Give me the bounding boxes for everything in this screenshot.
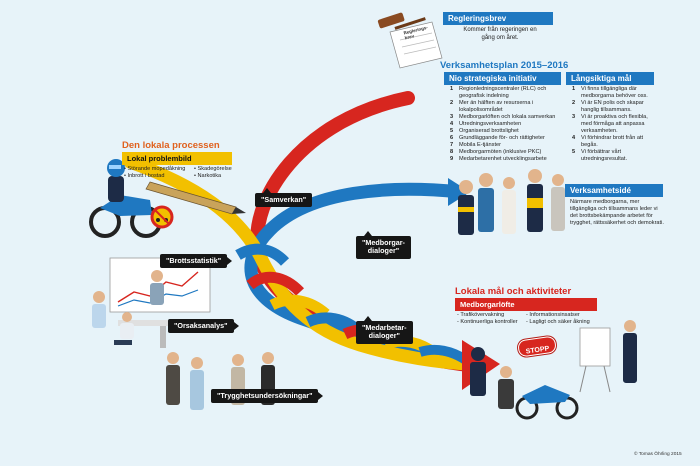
strategic-initiative-item-text: Medborgarlöften och lokala samverkan xyxy=(459,113,556,120)
strategic-initiative-item-text: Utredningsverksamheten xyxy=(459,120,522,127)
strategic-initiative-item-text: Mobila E-tjänster xyxy=(459,141,501,148)
police-officers-group-illustration xyxy=(458,169,565,235)
illustration-credit: © Tomas Öhrling 2015 xyxy=(634,452,682,457)
problembild-list-col1: Störande mopedåkningInbrott i bostad xyxy=(124,166,192,180)
strategic-initiative-item-number: 6 xyxy=(450,134,454,141)
longterm-goal-item-text: Vi är EN polis och skapar hanglig tillsa… xyxy=(581,99,644,113)
regleringsbrev-text: Kommer från regeringen en gång om året. xyxy=(463,27,537,41)
strategic-initiative-item: 3 Medborgarlöften och lokala samverkan xyxy=(450,114,562,121)
problembild-item: Inbrott i bostad xyxy=(124,173,192,180)
longterm-goal-item: 2 Vi är EN polis och skapar hanglig tills… xyxy=(572,100,656,114)
longterm-goal-item-number: 2 xyxy=(572,99,576,106)
lokala-processen-title: Den lokala processen xyxy=(122,140,220,151)
longterm-goal-item-number: 5 xyxy=(572,148,576,155)
medborgarlofte-list-col2: InformationsinsatserLagligt och säker åk… xyxy=(526,312,602,326)
longterm-goal-item: 4 Vi förhindrar brott från att begås. xyxy=(572,135,656,149)
strategic-initiative-item-text: Medarbetarenhet utvecklingsarbete xyxy=(459,155,547,162)
strategic-initiative-item-number: 1 xyxy=(450,86,454,92)
strategic-initiative-item: 2 Mer än hälften av resurserna i lokalpol… xyxy=(450,100,562,114)
medborgarlofte-list-col1: TrafikövervakningKontinuerliga kontrolle… xyxy=(457,312,525,326)
bubble-orsaksanalys: "Orsaksanalys" xyxy=(168,319,239,334)
bubble-medborgardialoger: "Medborgar- dialoger" xyxy=(356,231,411,259)
longterm-goal-item-text: Vi förbättrar vårt utredningsresultat. xyxy=(581,148,628,162)
bubble-trygghetsundersokningar: "Trygghetsundersökningar" xyxy=(211,389,324,404)
no-moped-sign-icon xyxy=(150,205,174,229)
traffic-checkpoint-illustration xyxy=(470,320,637,420)
lokala-mal-title: Lokala mål och aktiviteter xyxy=(455,286,572,297)
longterm-goal-item-number: 1 xyxy=(572,86,576,92)
problembild-item: Störande mopedåkning xyxy=(124,166,192,173)
strategic-initiative-item-text: Mer än hälften av resurserna i lokalpoli… xyxy=(459,99,534,113)
problembild-item: Narkotika xyxy=(194,173,244,180)
lokal-problembild-bar: Lokal problembild xyxy=(122,152,232,165)
strategic-initiative-item-text: Organiserad brottslighet xyxy=(459,127,519,134)
meeting-room-illustration xyxy=(92,257,211,348)
bubble-samverkan: "Samverkan" xyxy=(255,187,313,208)
strategic-initiative-item-text: Medborgarmöten (inklusive PKC) xyxy=(459,148,542,155)
verksamhetside-text: Närmare medborgarna, mer tillgängliga oc… xyxy=(570,199,664,226)
longterm-goal-item-text: Vi förhindrar brott från att begås. xyxy=(581,134,644,148)
document-icon xyxy=(389,21,443,69)
longterm-goals-list: 1 Vi finns tillgängliga där medborgarna b… xyxy=(572,86,656,163)
strategic-initiative-item-text: Regionledningscentraler (RLC) och geogra… xyxy=(459,86,547,99)
problembild-list-col2: SkadegörelseNarkotika xyxy=(194,166,244,180)
blue-arrow-head xyxy=(448,178,470,206)
longterm-goal-item: 5 Vi förbättrar vårt utredningsresultat. xyxy=(572,149,656,163)
strategic-initiative-item: 4 Utredningsverksamheten xyxy=(450,121,562,128)
problembild-item: Skadegörelse xyxy=(194,166,244,173)
longterm-goal-item-text: Vi finns tillgängliga där medborgarna be… xyxy=(581,86,648,99)
medborgarlofte-item: Informationsinsatser xyxy=(526,312,602,319)
motorcycle-officer-illustration xyxy=(89,159,162,238)
strategic-initiative-item-number: 5 xyxy=(450,127,454,134)
strategic-initiative-item: 7 Mobila E-tjänster xyxy=(450,142,562,149)
medborgarlofte-item: Trafikövervakning xyxy=(457,312,525,319)
citizens-with-phones-illustration xyxy=(166,352,275,410)
regleringsbrev-title: Regleringsbrev xyxy=(443,12,553,25)
strategic-initiatives-title: Nio strategiska initiativ xyxy=(444,72,561,85)
stopp-sign-label: STOPP xyxy=(525,345,550,356)
medborgarlofte-item: Lagligt och säker åkning xyxy=(526,319,602,326)
strategic-initiative-item-number: 2 xyxy=(450,99,454,106)
strategic-initiative-item-number: 8 xyxy=(450,148,454,155)
gavel-icon xyxy=(377,12,426,30)
verksamhetside-title: Verksamhetsidé xyxy=(565,184,663,197)
pencil-icon xyxy=(145,181,246,215)
longterm-goals-title: Långsiktiga mål xyxy=(566,72,654,85)
strategic-initiative-item: 6 Grundläggande för- och rättigheter xyxy=(450,135,562,142)
verksamhetsplan-title: Verksamhetsplan 2015–2016 xyxy=(440,60,569,71)
strategic-initiative-item: 9 Medarbetarenhet utvecklingsarbete xyxy=(450,156,562,163)
strategic-initiative-item-number: 7 xyxy=(450,141,454,148)
strategic-initiative-item-number: 4 xyxy=(450,120,454,127)
strategic-initiative-item: 5 Organiserad brottslighet xyxy=(450,128,562,135)
longterm-goal-item: 1 Vi finns tillgängliga där medborgarna b… xyxy=(572,86,656,100)
medborgarlofte-bar: Medborgarlöfte xyxy=(455,298,597,311)
strategic-initiative-item-number: 9 xyxy=(450,155,454,162)
bubble-medarbetardialoger: "Medarbetar- dialoger" xyxy=(356,316,413,344)
strategic-initiative-item: 1 Regionledningscentraler (RLC) och geogr… xyxy=(450,86,562,100)
longterm-goal-item: 3 Vi är proaktiva och flexibla, med förmå… xyxy=(572,114,656,135)
longterm-goal-item-number: 4 xyxy=(572,134,576,141)
strategic-initiative-item-text: Grundläggande för- och rättigheter xyxy=(459,134,545,141)
bubble-brottsstatistik: "Brottsstatistik" xyxy=(160,254,233,269)
longterm-goal-item-text: Vi är proaktiva och flexibla, med förmåg… xyxy=(581,113,648,134)
strategic-initiatives-list: 1 Regionledningscentraler (RLC) och geogr… xyxy=(450,86,562,163)
strategic-initiative-item-number: 3 xyxy=(450,113,454,120)
strategic-initiative-item: 8 Medborgarmöten (inklusive PKC) xyxy=(450,149,562,156)
longterm-goal-item-number: 3 xyxy=(572,113,576,120)
medborgarlofte-item: Kontinuerliga kontroller xyxy=(457,319,525,326)
